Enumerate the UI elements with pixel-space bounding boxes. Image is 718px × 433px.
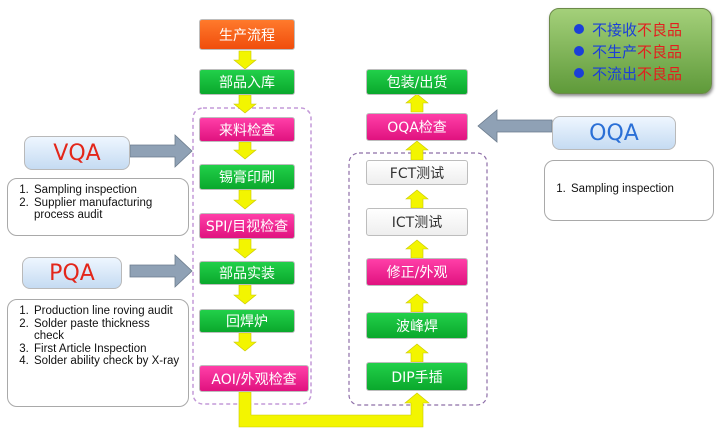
step-incoming-inspection: 来料检查 [199,117,295,142]
legend-lead: 不流出 [592,64,638,83]
pqa-box: PQA [22,257,122,289]
pqa-note-item: Production line roving audit [32,305,180,318]
legend-bad: 不良品 [637,20,683,39]
step-oqa-inspection: OQA检查 [366,113,468,141]
pqa-note-item: Solder paste thickness check [32,318,180,343]
step-reflow: 回焊炉 [199,309,295,333]
step-repair-visual: 修正/外观 [366,258,468,286]
step-ict-test: ICT测试 [366,208,468,236]
legend-bad: 不良品 [637,64,683,83]
step-warehouse-in: 部品入库 [199,69,295,95]
qa-arrows [129,109,553,288]
step-packing-shipping: 包装/出货 [366,69,468,95]
vqa-note-item: Sampling inspection [32,184,180,197]
oqa-box: OQA [552,116,676,150]
legend-row: 不流出不良品 [574,62,711,84]
legend-bad: 不良品 [637,42,683,61]
step-spi-visual: SPI/目视检查 [199,213,295,239]
bullet-icon [574,24,584,34]
step-aoi-visual: AOI/外观检查 [199,365,309,392]
oqa-note-item: Sampling inspection [569,183,705,196]
aoi-to-dip-connector [238,391,430,428]
left-process-group [192,107,312,405]
vqa-note-item: Supplier manufacturing process audit [32,197,180,222]
pqa-note-item: Solder ability check by X-ray [32,355,180,368]
legend-lead: 不生产 [592,42,638,61]
policy-legend: 不接收不良品 不生产不良品 不流出不良品 [549,8,712,94]
down-arrows [233,50,257,352]
pqa-notes: Production line roving audit Solder past… [7,299,189,407]
step-dip-insert: DIP手插 [366,362,468,391]
legend-row: 不接收不良品 [574,18,711,40]
vqa-box: VQA [24,136,130,170]
up-arrows [405,93,429,363]
step-fct-test: FCT测试 [366,160,468,185]
step-production-flow: 生产流程 [199,19,295,50]
step-solder-paste-print: 锡膏印刷 [199,164,295,190]
vqa-notes: Sampling inspection Supplier manufacturi… [7,178,189,236]
legend-lead: 不接收 [592,20,638,39]
oqa-notes: Sampling inspection [544,160,714,221]
bullet-icon [574,46,584,56]
pqa-note-item: First Article Inspection [32,343,180,356]
legend-row: 不生产不良品 [574,40,711,62]
bullet-icon [574,68,584,78]
step-wave-solder: 波峰焊 [366,312,468,339]
step-component-mount: 部品实装 [199,261,295,285]
